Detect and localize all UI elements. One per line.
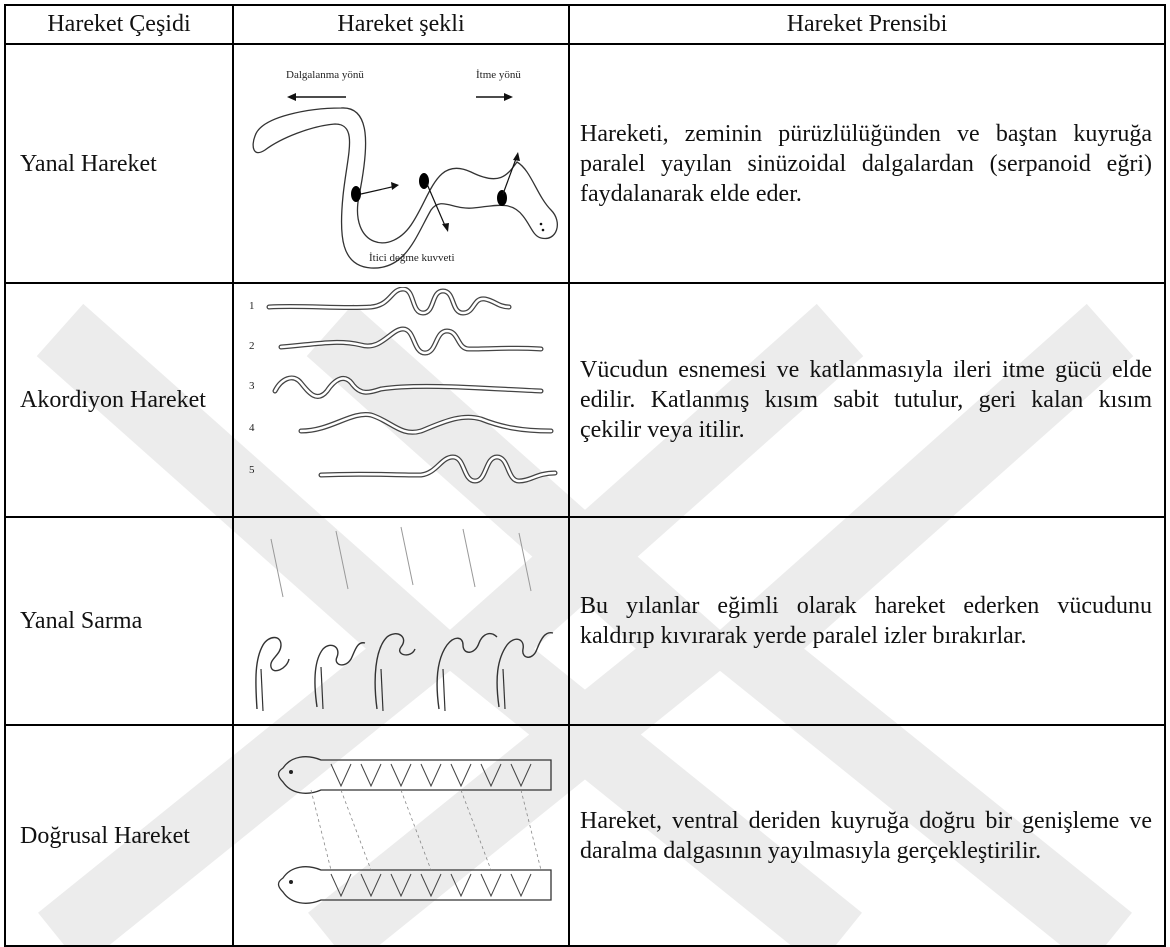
arrowhead [504, 93, 513, 101]
motion-figure-cell [232, 516, 570, 726]
concertina-figure: 1 2 3 4 5 [249, 285, 558, 484]
sidewinding-snake [314, 641, 366, 707]
snake-bottom-body [277, 866, 552, 904]
header-motion-shape: Hareket şekli [232, 4, 570, 45]
track-line [320, 666, 324, 709]
locomotion-table: Hareket Çeşidi Hareket şekli Hareket Pre… [4, 4, 1166, 947]
guide-line [400, 789, 432, 871]
ventral-scales [330, 763, 532, 788]
motion-principle-cell: Hareket, ventral deriden kuyruğa doğru b… [568, 724, 1166, 947]
guide-line [310, 789, 332, 871]
table-row: Akordiyon Hareket 1 2 3 4 5 [4, 282, 1166, 518]
motion-figure-cell [232, 724, 570, 947]
guide-line [520, 789, 542, 871]
track-line [400, 526, 414, 585]
track-line [462, 528, 476, 587]
snake-eye [539, 222, 543, 226]
header-row: Hareket Çeşidi Hareket şekli Hareket Pre… [4, 4, 1166, 45]
contact-point [497, 190, 507, 206]
step-label: 4 [249, 422, 255, 434]
step-label: 2 [249, 340, 255, 352]
track-line [270, 538, 284, 597]
header-motion-type: Hareket Çeşidi [4, 4, 234, 45]
snake-stage-inner [267, 287, 511, 314]
arrowhead [442, 223, 449, 232]
force-arrow [360, 185, 397, 195]
motion-figure-cell: Dalgalanma yönü İtme yönü [232, 43, 570, 284]
header-motion-principle: Hareket Prensibi [568, 4, 1166, 45]
motion-type-cell: Yanal Hareket [4, 43, 234, 284]
snake-stage-5 [318, 453, 558, 484]
track-line [260, 668, 264, 711]
sidewinding-snake [374, 632, 416, 709]
snake-stage-1 [266, 285, 512, 316]
arrowhead [287, 93, 296, 101]
wave-direction-label: Dalgalanma yönü [286, 69, 364, 81]
track-line [335, 530, 349, 589]
snake-body-outline [252, 107, 558, 269]
contact-force-label: İtici değme kuvveti [369, 252, 455, 264]
sidewinding-figure [255, 526, 554, 711]
rectilinear-figure [277, 756, 552, 904]
force-arrow [502, 155, 518, 195]
arrowhead [513, 152, 520, 161]
step-label: 1 [249, 300, 255, 312]
motion-principle-cell: Bu yılanlar eğimli olarak hareket ederke… [568, 516, 1166, 726]
track-line [502, 668, 506, 709]
track-line [442, 668, 446, 711]
guide-line [340, 789, 372, 871]
snake-eye [289, 880, 293, 884]
table-row: Yanal Sarma [4, 516, 1166, 726]
push-direction-label: İtme yönü [476, 69, 521, 81]
snake-stage-inner [319, 455, 557, 482]
step-label: 3 [249, 380, 255, 392]
table-row: Doğrusal Hareket [4, 724, 1166, 947]
snake-stage-inner [279, 327, 543, 354]
snake-eye [541, 228, 545, 232]
step-label: 5 [249, 464, 255, 476]
snake-stage-inner [299, 412, 553, 434]
snake-top-body [277, 756, 552, 794]
guide-line [460, 789, 492, 871]
ventral-scales [330, 873, 532, 898]
motion-principle-cell: Hareketi, zeminin pürüzlülüğünden ve baş… [568, 43, 1166, 284]
table-row: Yanal Hareket Dalgalanma yönü İtme yönü [4, 43, 1166, 284]
track-line [518, 532, 532, 591]
lateral-undulation-figure: Dalgalanma yönü İtme yönü [252, 69, 558, 269]
force-arrow [426, 183, 447, 229]
track-line [380, 668, 384, 711]
snake-eye [289, 770, 293, 774]
motion-type-cell: Akordiyon Hareket [4, 282, 234, 518]
motion-type-cell: Yanal Sarma [4, 516, 234, 726]
sidewinding-snake [255, 636, 290, 709]
snake-stage-inner [273, 376, 543, 398]
motion-type-cell: Doğrusal Hareket [4, 724, 234, 947]
arrowhead [391, 182, 399, 190]
motion-principle-cell: Vücudun esnemesi ve katlanmasıyla ileri … [568, 282, 1166, 518]
contact-point [419, 173, 429, 189]
sidewinding-snake [436, 632, 498, 709]
sidewinding-snake [496, 631, 554, 707]
motion-figure-cell: 1 2 3 4 5 [232, 282, 570, 518]
contact-point [351, 186, 361, 202]
